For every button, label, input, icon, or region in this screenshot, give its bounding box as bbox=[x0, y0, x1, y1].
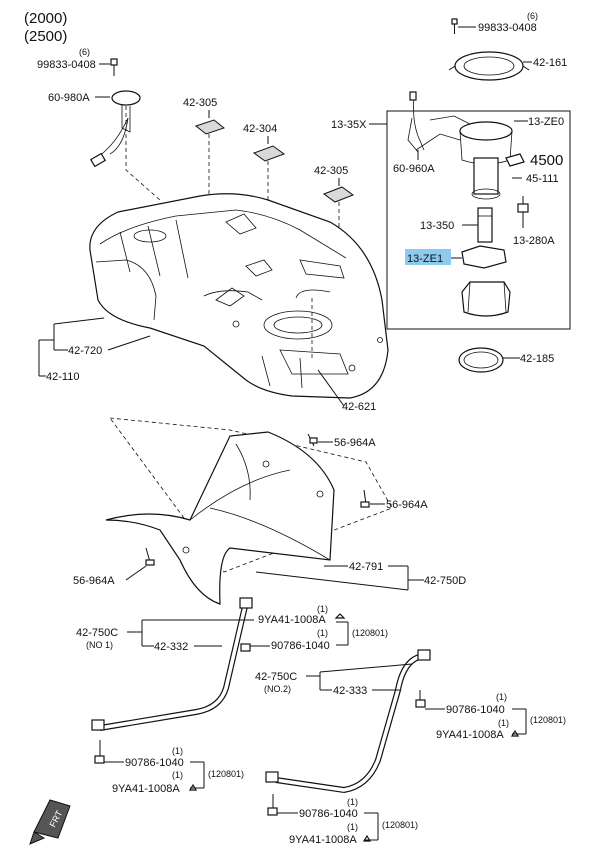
label-56-964A-3[interactable]: 56-964A bbox=[73, 575, 115, 587]
label-42-791[interactable]: 42-791 bbox=[349, 561, 383, 573]
label-9YA41-a-qty[interactable]: (1) bbox=[317, 604, 328, 614]
insulator-pad-42-305-b bbox=[322, 186, 355, 203]
header-line-2: (2500) bbox=[24, 28, 67, 45]
bolt-56-964A-3 bbox=[145, 547, 155, 566]
label-13-ZE1-highlight bbox=[405, 249, 451, 265]
label-120801-c[interactable]: (120801) bbox=[208, 769, 244, 779]
label-9YA41-d[interactable]: 9YA41-1008A bbox=[289, 834, 357, 846]
filter-bolt-13-280A bbox=[517, 196, 529, 213]
label-42-305-a[interactable]: 42-305 bbox=[183, 97, 217, 109]
fuel-pump-assembly-13-ZE0 bbox=[407, 91, 513, 200]
label-120801-a[interactable]: (120801) bbox=[352, 628, 388, 638]
fuel-pump-module-frame bbox=[386, 110, 571, 330]
nut-90786-d bbox=[267, 794, 278, 816]
heat-insulator-42-791 bbox=[105, 431, 335, 605]
insulator-pad-42-304 bbox=[252, 145, 286, 162]
label-13-280A[interactable]: 13-280A bbox=[513, 235, 555, 247]
label-90786-a[interactable]: 90786-1040 bbox=[271, 640, 330, 652]
label-42-185[interactable]: 42-185 bbox=[520, 353, 554, 365]
label-9YA41-a[interactable]: 9YA41-1008A bbox=[258, 614, 326, 626]
label-90786-b-qty[interactable]: (1) bbox=[496, 692, 507, 702]
nut-90786-b bbox=[415, 690, 426, 708]
label-90786-d[interactable]: 90786-1040 bbox=[299, 808, 358, 820]
bolt-56-964A-1 bbox=[307, 433, 318, 447]
label-90786-a-qty[interactable]: (1) bbox=[317, 628, 328, 638]
label-42-750C-1-sub[interactable]: (NO 1) bbox=[86, 640, 113, 650]
label-42-750D[interactable]: 42-750D bbox=[424, 575, 466, 587]
label-42-750C-1[interactable]: 42-750C bbox=[76, 627, 118, 639]
fuel-gauge-sender-60-980A bbox=[89, 90, 141, 168]
label-13-ZE1[interactable]: 13-ZE1 bbox=[407, 253, 443, 265]
label-13-350[interactable]: 13-350 bbox=[420, 220, 454, 232]
label-42-621[interactable]: 42-621 bbox=[342, 401, 376, 413]
suction-filter-housing bbox=[461, 281, 511, 317]
bolt-99833-top bbox=[451, 18, 458, 34]
label-42-161[interactable]: 42-161 bbox=[533, 57, 567, 69]
label-13-35X[interactable]: 13-35X bbox=[331, 119, 367, 131]
lock-ring-42-161 bbox=[448, 51, 530, 81]
pressure-regulator-4500 bbox=[505, 153, 525, 167]
fuel-tank-42-110 bbox=[89, 193, 389, 399]
label-90786-d-qty[interactable]: (1) bbox=[347, 797, 358, 807]
label-42-750C-2-sub[interactable]: (NO.2) bbox=[264, 684, 291, 694]
label-4500[interactable]: 4500 bbox=[530, 152, 563, 169]
nut-90786-c bbox=[94, 740, 105, 764]
header-line-1: (2000) bbox=[24, 10, 67, 27]
label-56-964A-2[interactable]: 56-964A bbox=[386, 499, 428, 511]
label-9YA41-c-qty[interactable]: (1) bbox=[172, 770, 183, 780]
label-42-333[interactable]: 42-333 bbox=[333, 685, 367, 697]
label-13-ZE0[interactable]: 13-ZE0 bbox=[528, 116, 564, 128]
label-99833-left[interactable]: 99833-0408 bbox=[37, 59, 96, 71]
label-9YA41-c[interactable]: 9YA41-1008A bbox=[112, 783, 180, 795]
label-90786-b[interactable]: 90786-1040 bbox=[446, 704, 505, 716]
label-120801-b[interactable]: (120801) bbox=[530, 715, 566, 725]
label-90786-c[interactable]: 90786-1040 bbox=[125, 757, 184, 769]
label-42-720[interactable]: 42-720 bbox=[68, 345, 102, 357]
front-direction-arrow: FRT bbox=[29, 799, 71, 845]
bolt-99833-left bbox=[110, 58, 118, 76]
label-9YA41-d-qty[interactable]: (1) bbox=[347, 822, 358, 832]
label-56-964A-1[interactable]: 56-964A bbox=[334, 437, 376, 449]
label-42-305-b[interactable]: 42-305 bbox=[314, 165, 348, 177]
label-42-304[interactable]: 42-304 bbox=[243, 123, 277, 135]
label-42-750C-2[interactable]: 42-750C bbox=[255, 671, 297, 683]
label-99833-left-qty[interactable]: (6) bbox=[79, 47, 90, 57]
tank-strap-42-332 bbox=[91, 597, 253, 731]
label-60-980A[interactable]: 60-980A bbox=[48, 92, 90, 104]
nut-90786-a bbox=[240, 643, 251, 652]
label-90786-c-qty[interactable]: (1) bbox=[172, 746, 183, 756]
label-99833-top[interactable]: 99833-0408 bbox=[478, 22, 537, 34]
insulator-pad-42-305-a bbox=[194, 119, 226, 135]
label-120801-d[interactable]: (120801) bbox=[382, 820, 418, 830]
label-42-332[interactable]: 42-332 bbox=[154, 641, 188, 653]
tank-strap-42-333 bbox=[265, 649, 431, 794]
label-99833-top-qty[interactable]: (6) bbox=[527, 11, 538, 21]
label-9YA41-b[interactable]: 9YA41-1008A bbox=[436, 729, 504, 741]
label-9YA41-b-qty[interactable]: (1) bbox=[498, 718, 509, 728]
pump-bracket-13-ZE1 bbox=[461, 245, 507, 269]
bolt-56-964A-2 bbox=[360, 489, 370, 508]
label-60-960A[interactable]: 60-960A bbox=[393, 163, 435, 175]
fuel-pump-13-350 bbox=[477, 207, 493, 243]
label-45-111[interactable]: 45-111 bbox=[526, 173, 559, 185]
label-42-110[interactable]: 42-110 bbox=[46, 371, 79, 383]
